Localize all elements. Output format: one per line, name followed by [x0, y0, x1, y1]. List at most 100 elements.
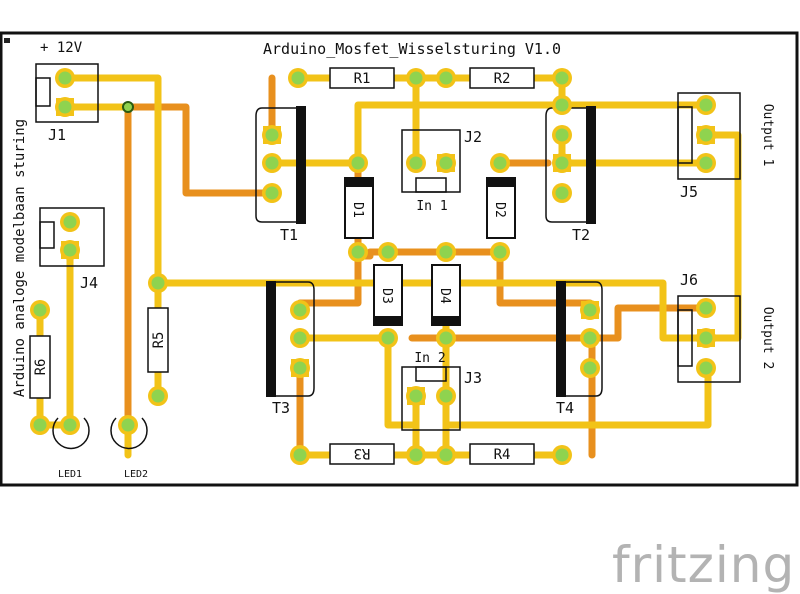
label-r3: R3	[354, 445, 371, 461]
pad-hole	[555, 448, 569, 462]
label-t1: T1	[280, 226, 298, 244]
pad-hole	[293, 331, 307, 345]
t2-outline	[545, 107, 588, 223]
t3-outline	[272, 281, 315, 397]
pad-hole	[699, 301, 713, 315]
pad-hole	[439, 448, 453, 462]
d4-body	[431, 264, 461, 326]
label-r1: R1	[354, 71, 371, 87]
pad-hole	[439, 71, 453, 85]
pad-hole	[409, 156, 423, 170]
j3-key	[415, 366, 447, 382]
label-r2: R2	[494, 71, 511, 87]
t2-tab	[586, 106, 596, 224]
pad-hole	[699, 361, 713, 375]
d4-band	[431, 316, 461, 326]
label-t4: T4	[556, 399, 574, 417]
pad-hole	[265, 156, 279, 170]
t1-tab	[296, 106, 306, 224]
pad-hole	[439, 331, 453, 345]
lock-icon	[4, 38, 10, 43]
pad-hole	[555, 156, 569, 170]
label-in1: In 1	[416, 199, 447, 214]
t4-outline	[560, 281, 603, 397]
output1-label: Output 1	[760, 104, 775, 167]
label-d4: D4	[437, 288, 452, 304]
pad-hole	[265, 186, 279, 200]
led1-outline	[52, 417, 90, 450]
j2-key	[415, 177, 447, 193]
pad-hole	[699, 156, 713, 170]
d3-band	[373, 316, 403, 326]
label-r4: R4	[494, 447, 511, 463]
pad-hole	[583, 303, 597, 317]
label-j1: J1	[48, 126, 66, 144]
fritzing-watermark: fritzing	[612, 536, 796, 594]
pad-hole	[351, 245, 365, 259]
pad-hole	[63, 243, 77, 257]
label-j2: J2	[464, 128, 482, 146]
pad-hole	[583, 331, 597, 345]
r4-body	[469, 443, 535, 465]
label-r5: R5	[151, 332, 167, 349]
r6-body	[29, 335, 51, 399]
pad-hole	[439, 245, 453, 259]
label-j3: J3	[464, 369, 482, 387]
pad-hole	[63, 215, 77, 229]
d2-band	[486, 177, 516, 187]
label-j4: J4	[80, 274, 98, 292]
label-t2: T2	[572, 226, 590, 244]
d1-band	[344, 177, 374, 187]
label-led2: LED2	[124, 469, 148, 480]
pad-hole	[293, 361, 307, 375]
board-title: Arduino_Mosfet_Wisselsturing V1.0	[263, 40, 561, 58]
j4-key	[39, 221, 55, 249]
label-j6: J6	[680, 271, 698, 289]
d2-body	[486, 177, 516, 239]
pad-hole	[493, 245, 507, 259]
pad-hole	[439, 389, 453, 403]
pad-hole	[699, 128, 713, 142]
label-j5: J5	[680, 183, 698, 201]
pad-hole	[699, 98, 713, 112]
pad-hole	[555, 98, 569, 112]
pad-hole	[33, 303, 47, 317]
pad-hole	[58, 100, 72, 114]
pad-hole	[63, 418, 77, 432]
label-d1: D1	[350, 202, 365, 218]
r5-body	[147, 307, 169, 373]
r1-body	[329, 67, 395, 89]
pad-hole	[409, 389, 423, 403]
t3-tab	[266, 281, 276, 397]
pad-hole	[381, 331, 395, 345]
transistor-tabs	[266, 106, 596, 397]
pad-hole	[409, 448, 423, 462]
pad-hole	[699, 331, 713, 345]
label-d2: D2	[492, 202, 507, 218]
side-label: Arduino analoge modelbaan sturing	[12, 119, 28, 397]
d1-body	[344, 177, 374, 239]
pad-hole	[293, 303, 307, 317]
pad-hole	[351, 156, 365, 170]
pad-hole	[151, 389, 165, 403]
via	[122, 101, 134, 113]
silkscreen	[35, 63, 741, 450]
pad-hole	[409, 71, 423, 85]
pad-hole	[265, 128, 279, 142]
j6-key	[677, 309, 693, 367]
pad-hole	[493, 156, 507, 170]
pad-hole	[58, 71, 72, 85]
output2-label: Output 2	[760, 307, 775, 370]
pad-hole	[555, 186, 569, 200]
resistors	[29, 67, 535, 465]
r2-body	[469, 67, 535, 89]
j5-key	[677, 106, 693, 164]
pad-hole	[381, 245, 395, 259]
pad-hole	[439, 156, 453, 170]
diodes	[344, 177, 516, 326]
pad-hole	[583, 361, 597, 375]
pad-hole	[33, 418, 47, 432]
pad-hole	[291, 71, 305, 85]
led2-outline	[110, 417, 148, 450]
